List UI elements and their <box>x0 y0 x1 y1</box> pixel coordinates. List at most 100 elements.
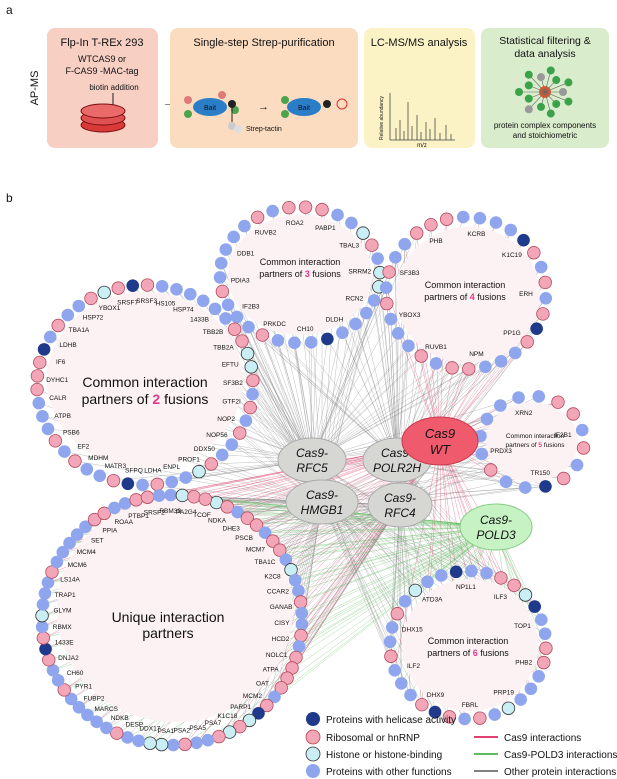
protein-node <box>508 346 522 360</box>
mini-network-node <box>524 94 533 103</box>
protein-node <box>183 287 197 301</box>
lcms-box <box>364 28 475 148</box>
legend-ribosomal: Ribosomal or hnRNP <box>326 733 420 744</box>
protein-node <box>349 317 362 331</box>
protein-node <box>132 734 145 748</box>
protein-node <box>48 434 63 448</box>
protein-label: SRRM2 <box>348 268 371 275</box>
protein-node <box>304 336 318 349</box>
mini-network-node <box>546 109 555 118</box>
protein-node <box>121 477 135 491</box>
bait-pold3: Cas9- POLD3 <box>459 503 533 551</box>
bait-rfc5: Cas9- RFC5 <box>277 437 347 483</box>
protein-node <box>243 400 257 415</box>
cluster-4-line-1: Common interaction <box>425 280 506 290</box>
protein-label: RUVB2 <box>255 230 277 237</box>
legend: Proteins with helicase activity Ribosoma… <box>305 712 617 778</box>
interaction-edge <box>399 504 402 684</box>
protein-label: PSA2 <box>173 728 190 735</box>
unique-line-1: Unique interaction <box>112 609 225 625</box>
legend-histone: Histone or histone-binding <box>326 750 442 761</box>
protein-node <box>196 294 210 308</box>
protein-node <box>30 369 45 383</box>
protein-node <box>213 271 227 284</box>
protein-node <box>136 478 149 492</box>
cluster-5-title: Common interaction partners of 5 fusions <box>506 433 566 449</box>
protein-node <box>480 412 494 426</box>
protein-label: DNJA2 <box>58 655 79 662</box>
mini-network-node <box>559 88 567 96</box>
protein-node <box>415 697 429 712</box>
protein-node <box>240 511 255 525</box>
protein-node <box>178 737 192 752</box>
protein-node <box>227 230 240 244</box>
protein-label: TRAP1 <box>55 592 76 599</box>
protein-node <box>155 279 169 293</box>
cluster-5-line-2: partners of 5 fusions <box>506 442 566 449</box>
protein-node <box>36 410 49 423</box>
analysis-title-1: Statistical filtering & <box>499 35 591 47</box>
protein-label: SRSF3 <box>136 298 157 305</box>
protein-node <box>258 526 272 540</box>
protein-node <box>90 715 103 729</box>
cell-line-box <box>47 28 158 148</box>
protein-node <box>220 500 234 514</box>
protein-node <box>179 471 193 484</box>
mini-network-node <box>536 73 545 82</box>
protein-label: MCM7 <box>246 546 266 553</box>
protein-node <box>499 475 513 489</box>
bait-cas9-wt: Cas9 WT <box>401 416 479 466</box>
bait-hmgb1: Cas9- HMGB1 <box>285 479 359 525</box>
protein-node <box>42 653 56 667</box>
protein-node <box>536 307 550 321</box>
spectrum-x-label: m/z <box>417 143 427 149</box>
cluster-2-line-1: Common interaction <box>82 374 207 390</box>
protein-node <box>534 613 548 626</box>
protein-node <box>41 422 55 436</box>
protein-node <box>551 395 565 409</box>
protein-node <box>398 237 412 251</box>
cluster-5-line-1: Common interaction <box>506 433 565 440</box>
protein-node <box>87 512 102 527</box>
protein-node <box>279 553 293 566</box>
bait-pold3-line-2: POLD3 <box>476 528 516 542</box>
protein-node <box>165 475 179 489</box>
cluster-6-line-2: partners of 6 fusions <box>427 648 509 658</box>
legend-histone-swatch <box>305 746 321 762</box>
protein-node <box>50 555 64 569</box>
cluster-6-title: Common interaction partners of 6 fusions <box>427 636 509 658</box>
protein-node <box>385 621 399 634</box>
protein-node <box>70 528 84 541</box>
bait-label-1: Bait <box>204 105 216 112</box>
protein-label: DDX50 <box>194 446 215 453</box>
protein-node <box>321 332 334 346</box>
protein-node <box>143 736 157 750</box>
protein-node <box>126 279 140 292</box>
protein-node <box>187 490 201 504</box>
protein-label: SF3B2 <box>223 380 243 387</box>
bait-hmgb1-line-1: Cas9- <box>306 488 338 502</box>
interaction-edge <box>295 526 497 658</box>
protein-label: IF6 <box>56 359 66 366</box>
cluster-5-area <box>486 402 578 482</box>
protein-node <box>428 705 442 719</box>
protein-label: PHB <box>429 238 442 245</box>
mini-network-node <box>564 78 573 87</box>
panel-b-letter: b <box>6 191 13 205</box>
interaction-edge <box>248 326 313 461</box>
protein-label: TBAL3 <box>339 243 359 250</box>
protein-label: DHX15 <box>402 627 423 634</box>
protein-label: TBA1A <box>69 327 90 334</box>
protein-node <box>530 322 543 335</box>
protein-label: PP1G <box>503 330 520 337</box>
cluster-6-line-1: Common interaction <box>428 636 509 646</box>
protein-node <box>576 441 591 455</box>
protein-node <box>230 310 244 324</box>
protein-label: ENPL <box>163 464 180 471</box>
spectrum-plot <box>389 93 455 141</box>
protein-node <box>462 362 476 376</box>
protein-label: FUBP2 <box>84 696 105 703</box>
protein-label: RCN2 <box>346 295 364 302</box>
bait-cas9-wt-line-1: Cas9 <box>425 426 455 441</box>
interaction-edge <box>373 300 398 461</box>
